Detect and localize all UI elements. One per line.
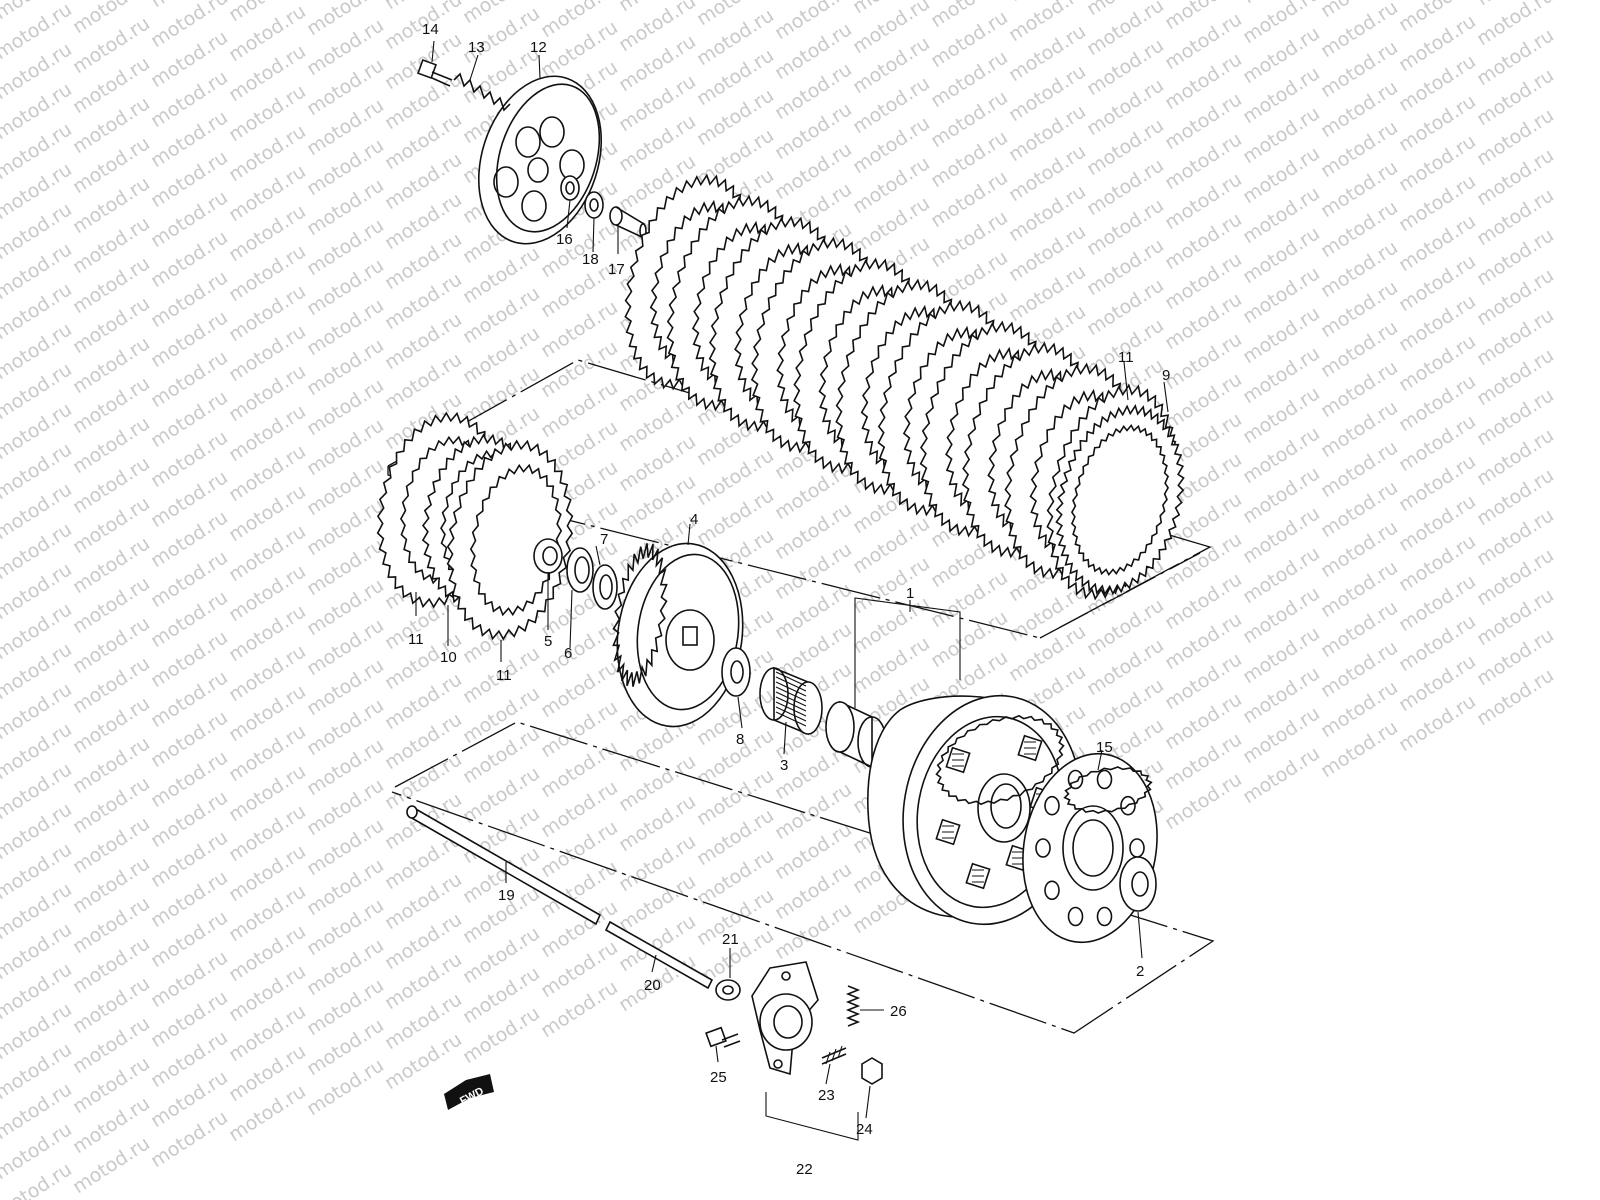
callout-21: 21 — [722, 931, 739, 948]
callout-6: 6 — [564, 645, 572, 662]
spacer-sleeve[interactable] — [825, 700, 887, 769]
bolt[interactable] — [417, 59, 453, 87]
callout-15: 15 — [1096, 739, 1113, 756]
callout-19: 19 — [498, 887, 515, 904]
bearing[interactable] — [584, 191, 604, 219]
judder-spring-seat[interactable] — [1055, 404, 1185, 596]
callout-1: 1 — [906, 585, 914, 602]
push-rod-2[interactable] — [604, 920, 714, 990]
spring[interactable] — [453, 72, 511, 112]
callout-11-left: 11 — [408, 631, 424, 648]
return-spring[interactable] — [845, 985, 861, 1027]
thrust-washer-2[interactable] — [1119, 856, 1157, 912]
callout-22: 22 — [796, 1161, 813, 1178]
mounting-bolt[interactable] — [705, 1026, 741, 1048]
callout-26: 26 — [890, 1003, 907, 1020]
hex-nut[interactable] — [861, 1057, 883, 1085]
release-bearing[interactable] — [560, 175, 580, 201]
callout-8: 8 — [736, 731, 744, 748]
callout-17: 17 — [608, 261, 625, 278]
lock-nut[interactable] — [533, 538, 563, 574]
callout-9: 9 — [1162, 367, 1170, 384]
callout-10: 10 — [440, 649, 457, 666]
callout-16: 16 — [556, 231, 573, 248]
thrust-washer[interactable] — [721, 647, 751, 697]
lock-washer[interactable] — [566, 547, 594, 593]
needle-bearing[interactable] — [759, 666, 823, 736]
clutch-sleeve-hub[interactable] — [606, 535, 754, 734]
group-bracket-22 — [765, 1092, 859, 1141]
leader-lines — [415, 40, 1169, 1119]
callout-3: 3 — [780, 757, 788, 774]
oil-seal[interactable] — [715, 979, 741, 1001]
callout-4: 4 — [690, 511, 698, 528]
assembly-frames — [387, 359, 1215, 1034]
callout-23: 23 — [818, 1087, 835, 1104]
callout-13: 13 — [468, 39, 485, 56]
callout-11-center: 11 — [496, 667, 512, 684]
washer[interactable] — [592, 564, 618, 610]
left-plate-group[interactable] — [376, 411, 574, 641]
pressure-plate[interactable] — [458, 60, 621, 259]
callout-labels: 14 13 12 16 18 17 11 9 4 7 11 10 11 5 6 … — [408, 21, 1170, 1178]
callout-24: 24 — [856, 1121, 873, 1138]
clutch-plate-stack[interactable] — [624, 173, 1185, 601]
callout-12: 12 — [530, 39, 547, 56]
callout-11-top: 11 — [1118, 349, 1134, 366]
callout-5: 5 — [544, 633, 552, 650]
adjusting-screw[interactable] — [821, 1045, 847, 1065]
callout-20: 20 — [644, 977, 661, 994]
push-rod-1[interactable] — [406, 805, 602, 926]
callout-25: 25 — [710, 1069, 727, 1086]
callout-14: 14 — [422, 21, 439, 38]
release-assembly[interactable] — [751, 961, 819, 1076]
callout-18: 18 — [582, 251, 599, 268]
fwd-arrow-icon: FWD — [444, 1074, 494, 1110]
callout-2: 2 — [1136, 963, 1144, 980]
callout-7: 7 — [600, 531, 608, 548]
push-piece[interactable] — [609, 206, 647, 240]
